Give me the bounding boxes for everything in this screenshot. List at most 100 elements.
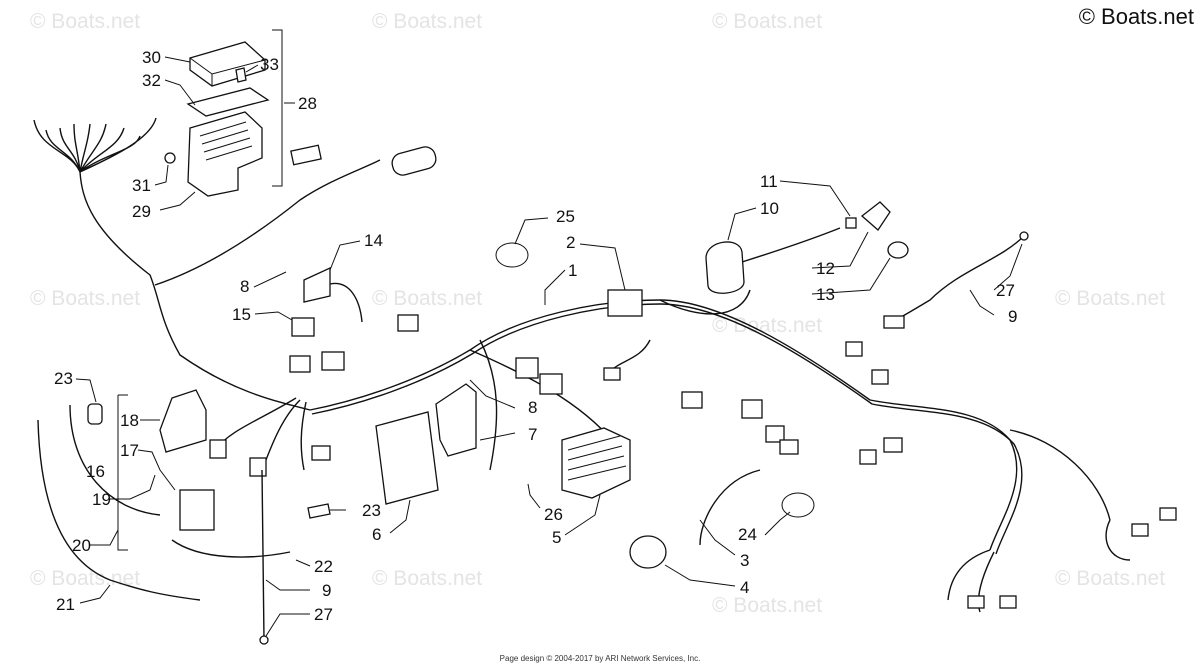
bracket-7 [435,383,477,457]
leader-9-left [265,579,310,591]
callout-labels: 1 2 3 4 5 6 7 8 8 9 9 10 11 12 13 14 15 … [54,48,1017,624]
assembly-bracket-16 [117,394,128,551]
callout-31: 31 [132,176,151,195]
leader-8-right [469,379,516,409]
callout-16: 16 [86,462,105,481]
leader-26 [527,483,541,509]
leader-30 [164,56,191,63]
leader-10 [727,207,757,241]
boot-23 [87,403,103,425]
callout-19: 19 [92,490,111,509]
cable-21 [37,419,201,601]
cable-9-right [891,235,1025,323]
watermark: © Boats.net [1055,567,1165,590]
callout-leaders [75,56,1023,637]
callout-29: 29 [132,202,151,221]
callout-21: 21 [56,595,75,614]
leader-31 [154,164,169,186]
fuse-box-screw [164,152,176,164]
leader-23-left [75,378,97,403]
terminal-27-left [259,635,269,645]
fuse-box-gasket [186,87,270,117]
starter-relay-cover-18 [159,389,207,453]
connector [883,437,903,453]
sensor-lead-14 [329,282,363,323]
leader-29 [159,191,196,211]
leader-4 [664,564,736,587]
leader-17 [137,449,176,491]
callout-9-right: 9 [1008,307,1017,326]
harness-branch-cdi [479,339,498,471]
watermark: © Boats.net [712,10,822,33]
callout-14: 14 [364,231,383,250]
watermark: © Boats.net [30,287,140,310]
harness-connectors [37,201,1177,645]
connector [779,439,799,455]
leader-27-left [265,613,310,637]
callout-1: 1 [568,261,577,280]
callout-25: 25 [556,207,575,226]
leader-8-left [253,271,287,288]
connector-2 [607,289,643,317]
watermark: © Boats.net [1055,287,1165,310]
callout-10: 10 [760,199,779,218]
leader-25 [514,217,549,245]
leader-2 [579,243,626,291]
callout-5: 5 [552,528,561,547]
connector [397,314,419,332]
leader-33 [245,64,259,73]
coil-lead-10 [741,227,841,263]
connector [515,357,539,379]
cable-22 [171,539,291,558]
callout-28: 28 [298,94,317,113]
callout-15: 15 [232,305,251,324]
terminal-27-right [1019,231,1029,241]
cdi-box-6 [375,411,439,505]
strap-25 [495,242,529,268]
connector [765,425,785,443]
spark-plug-cap-12 [860,201,891,231]
harness-branch-small [609,339,651,373]
callout-4: 4 [740,578,749,597]
ignition-coil-10 [705,241,745,294]
callout-7: 7 [528,425,537,444]
seal-13 [887,241,909,259]
callout-30: 30 [142,48,161,67]
fuse-box-cover [189,41,266,87]
callout-32: 32 [142,71,161,90]
callout-17: 17 [120,441,139,460]
connector [321,351,345,371]
callout-18: 18 [120,411,139,430]
leader-32 [164,79,196,106]
callout-9-left: 9 [322,581,331,600]
leader-11 [779,180,851,217]
leader-24 [764,511,791,536]
watermark: © Boats.net [30,567,140,590]
harness-branch-coil [659,289,751,315]
harness-trunk-outline [311,303,1023,555]
leader-1 [544,269,566,305]
fuse-clip [235,67,247,83]
watermark-layer: © Boats.net © Boats.net © Boats.net © Bo… [30,10,1165,617]
leader-6 [389,499,411,534]
watermark: © Boats.net [712,314,822,337]
leader-13 [811,257,891,295]
callout-2: 2 [566,233,575,252]
harness-branch-right [1009,429,1111,521]
callout-27-right: 27 [996,281,1015,300]
leader-21 [79,584,111,604]
callout-20: 20 [72,536,91,555]
starter-relay-17 [179,489,215,531]
leader-9-right [969,289,995,316]
watermark: © Boats.net [372,287,482,310]
callout-23-left: 23 [54,369,73,388]
connector [999,595,1017,609]
connector [391,146,437,176]
leader-14 [329,240,361,271]
leader-5 [564,494,601,536]
watermark: © Boats.net [30,10,140,33]
bracket-14 [303,266,331,303]
strap-24 [781,492,815,518]
cable-9-left [261,469,265,641]
